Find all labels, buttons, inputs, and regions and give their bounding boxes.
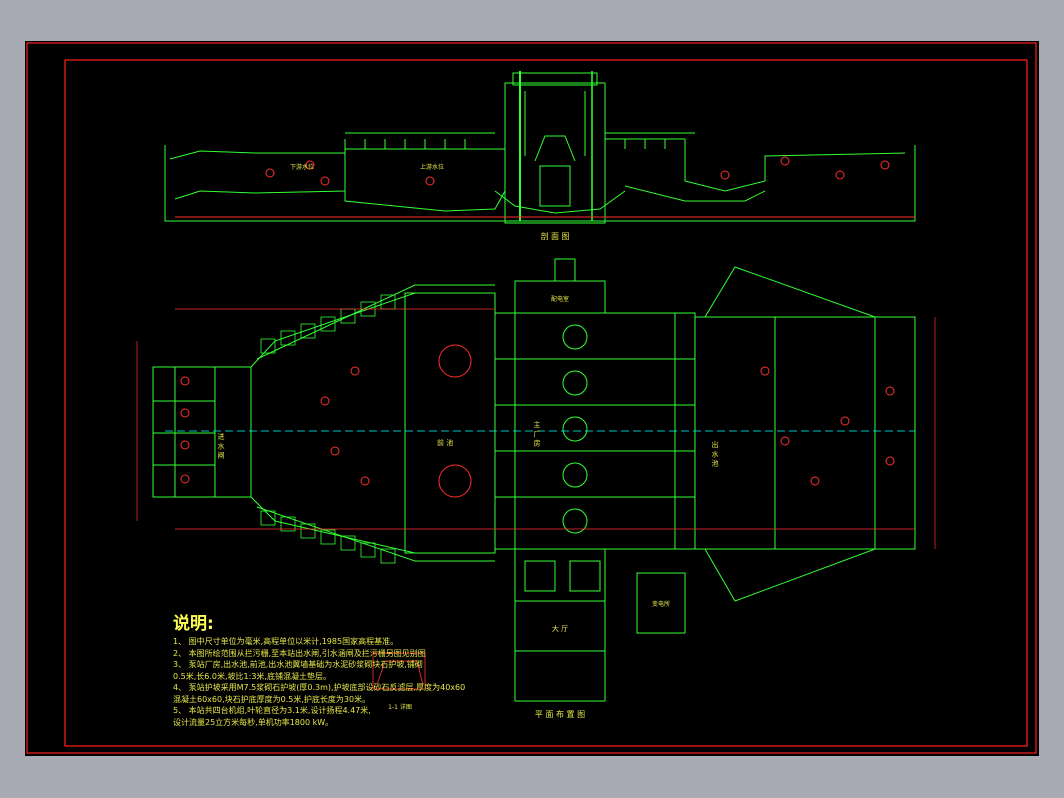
left-wall-blocks: [260, 294, 396, 564]
plan-markers: [180, 344, 895, 498]
notes-block: 说明: 1、 图中尺寸单位为毫米,高程单位以米计,1985国家高程基准。 2、 …: [173, 609, 493, 728]
note-line: 3、 泵站厂房,出水池,前池,出水池翼墙基础为水泥砂浆砌块石护坡,铺砌: [173, 660, 423, 669]
control-room-label: 配电室: [551, 295, 569, 303]
detail-title: 1-1 详图: [388, 703, 412, 711]
note-line: 4、 泵站护坡采用M7.5浆砌石护坡(厚0.3m),护坡底部设砂石反滤层,厚度为…: [173, 683, 466, 692]
note-line: 1、 图中尺寸单位为毫米,高程单位以米计,1985国家高程基准。: [173, 637, 399, 646]
note-line: 0.5米,长6.0米,坡比1:3米,底铺混凝土垫层。: [173, 671, 331, 681]
plan-title: 平 面 布 置 图: [535, 709, 585, 719]
hall-label: 大 厅: [552, 624, 568, 633]
detail-sketch: [372, 652, 426, 690]
notes-title: 说明:: [173, 614, 214, 634]
section-title: 剖 面 图: [540, 231, 569, 241]
substation-label: 变电所: [652, 600, 670, 608]
forebay-label: 前 池: [437, 438, 453, 447]
inner-frame: [64, 59, 1028, 747]
inlet-label: 进 水 闸: [217, 433, 225, 460]
note-line: 2、 本图所绘范围从拦污栅,至本站出水闸,引水涵闸及拦污栅另图见别图: [173, 648, 426, 658]
cad-drawing: 剖 面 图 下游水位 上游水位: [26, 42, 1037, 754]
plan-view: [152, 258, 916, 702]
note-line: 5、 本站共四台机组,叶轮直径为3.1米,设计扬程4.47米,: [173, 706, 371, 715]
upstream-label: 下游水位: [290, 163, 314, 171]
cad-viewport[interactable]: 剖 面 图 下游水位 上游水位: [25, 41, 1039, 756]
outer-frame: [26, 42, 1037, 754]
downstream-label: 上游水位: [420, 163, 444, 171]
dimension-lines: [136, 308, 936, 549]
main-house-label: 主 厂 房: [533, 420, 541, 447]
note-line: 设计流量25立方米每秒,单机功率1800 kW。: [173, 717, 334, 727]
section-markers: [265, 156, 890, 186]
note-line: 混凝土60x60,块石护底厚度为0.5米,护底长度为30米。: [173, 694, 371, 704]
outlet-label: 出 水 池: [711, 440, 719, 466]
section-view: [164, 71, 916, 224]
